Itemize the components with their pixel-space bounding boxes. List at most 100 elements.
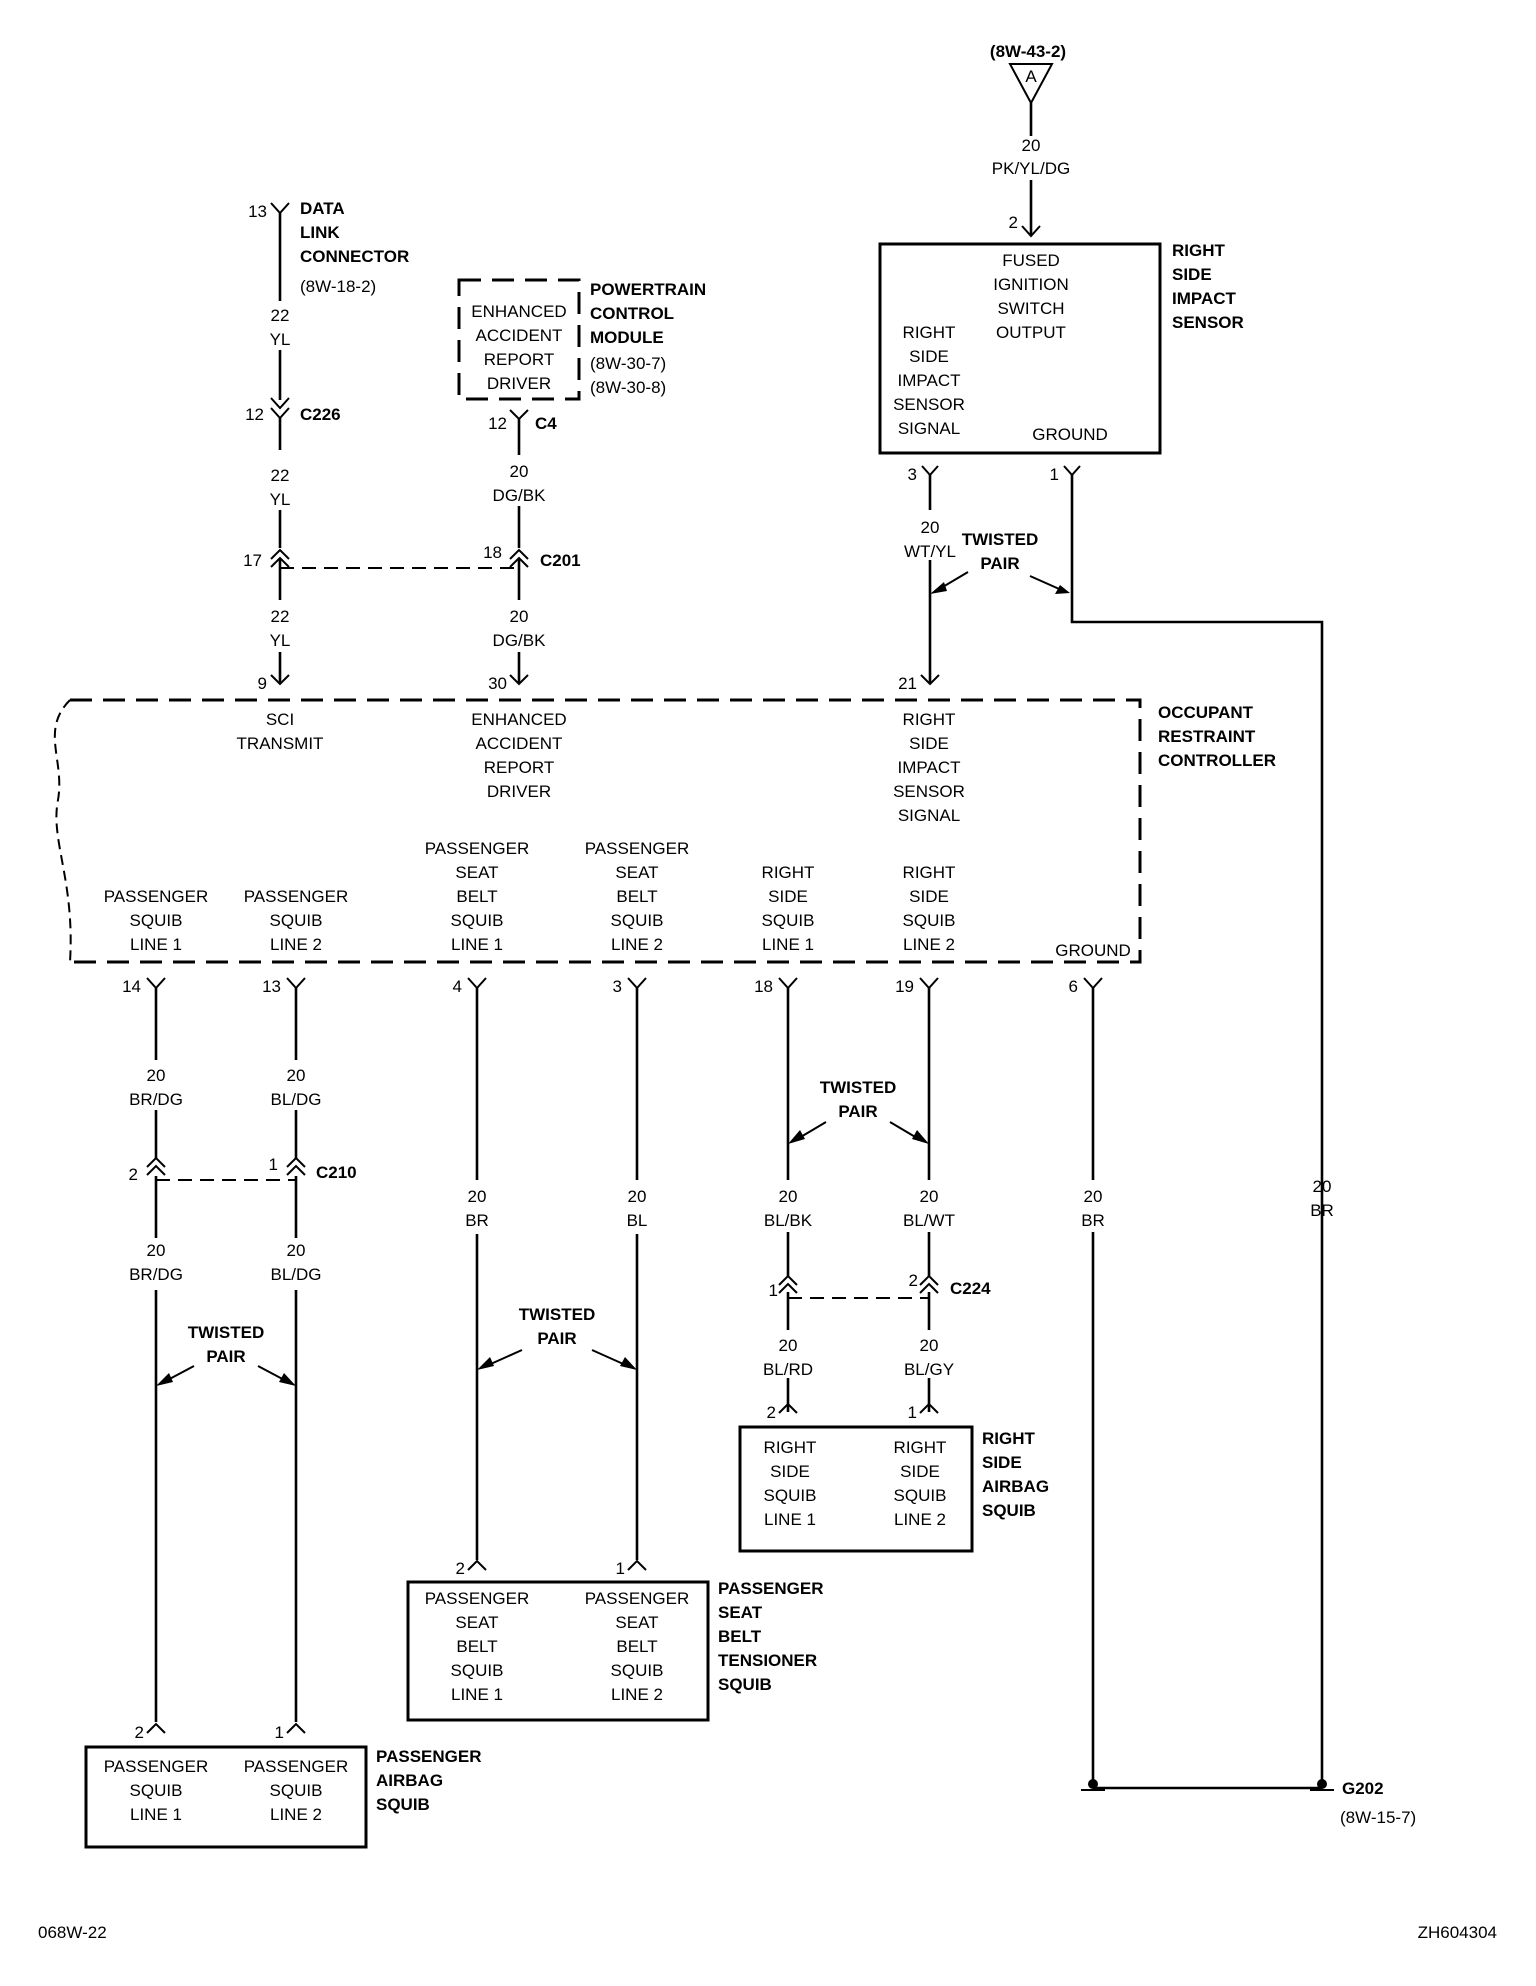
- svg-text:REPORT: REPORT: [484, 350, 555, 369]
- psbt-line2-label: PASSENGER SEAT BELT SQUIB LINE 2: [585, 1589, 690, 1704]
- svg-text:TENSIONER: TENSIONER: [718, 1651, 817, 1670]
- svg-text:PASSENGER: PASSENGER: [244, 1757, 349, 1776]
- svg-text:MODULE: MODULE: [590, 328, 664, 347]
- svg-text:LINK: LINK: [300, 223, 340, 242]
- svg-text:ACCIDENT: ACCIDENT: [476, 734, 563, 753]
- g202-label: G202: [1342, 1779, 1384, 1798]
- pab-line1-label: PASSENGER SQUIB LINE 1: [104, 1757, 209, 1824]
- svg-text:SQUIB: SQUIB: [982, 1501, 1036, 1520]
- pin-terminal: [509, 674, 529, 686]
- right-side-airbag-squib-box: [738, 1425, 974, 1553]
- svg-text:DATA: DATA: [300, 199, 345, 218]
- twisted-pair-arrows: [161, 1365, 291, 1384]
- svg-text:SEAT: SEAT: [455, 863, 498, 882]
- psbt-line1-label: PASSENGER SEAT BELT SQUIB LINE 1: [425, 1589, 530, 1704]
- wire-gauge: 22: [271, 306, 290, 325]
- svg-text:RIGHT: RIGHT: [903, 863, 956, 882]
- wire-color: BL/WT: [903, 1211, 955, 1230]
- svg-text:SEAT: SEAT: [455, 1613, 498, 1632]
- orc-title: OCCUPANT RESTRAINT CONTROLLER: [1158, 703, 1276, 770]
- wire-color: YL: [270, 490, 291, 509]
- svg-text:LINE 2: LINE 2: [894, 1510, 946, 1529]
- svg-text:DRIVER: DRIVER: [487, 374, 551, 393]
- wire-color: BL/GY: [904, 1360, 954, 1379]
- c224-right-symbol: [919, 1274, 939, 1294]
- powertrain-control-module-box: [457, 278, 581, 401]
- svg-text:TWISTED: TWISTED: [188, 1323, 265, 1342]
- wire-gauge: 20: [147, 1241, 166, 1260]
- svg-text:ACCIDENT: ACCIDENT: [476, 326, 563, 345]
- pin-terminal: [270, 674, 290, 686]
- svg-text:CONTROLLER: CONTROLLER: [1158, 751, 1276, 770]
- svg-text:TWISTED: TWISTED: [519, 1305, 596, 1324]
- wire-color: BR: [465, 1211, 489, 1230]
- occupant-restraint-controller-box: [70, 698, 1142, 964]
- wire-gauge: 20: [1313, 1177, 1332, 1196]
- svg-text:LINE 1: LINE 1: [451, 935, 503, 954]
- svg-text:SQUIB: SQUIB: [451, 1661, 504, 1680]
- svg-text:RIGHT: RIGHT: [903, 710, 956, 729]
- svg-text:FUSED: FUSED: [1002, 251, 1060, 270]
- svg-text:PASSENGER: PASSENGER: [585, 1589, 690, 1608]
- wire-color: WT/YL: [904, 542, 956, 561]
- svg-text:PAIR: PAIR: [206, 1347, 245, 1366]
- svg-text:PASSENGER: PASSENGER: [718, 1579, 824, 1598]
- svg-text:SENSOR: SENSOR: [1172, 313, 1244, 332]
- pin-number: 12: [245, 405, 264, 424]
- wire-color: PK/YL/DG: [992, 159, 1070, 178]
- svg-text:BELT: BELT: [456, 1637, 497, 1656]
- svg-text:4: 4: [453, 977, 462, 996]
- pin-number: 21: [898, 674, 917, 693]
- orc-pin4-label: PASSENGER SEAT BELT SQUIB LINE 1: [425, 839, 530, 954]
- svg-text:RIGHT: RIGHT: [764, 1438, 817, 1457]
- svg-text:LINE 1: LINE 1: [130, 1805, 182, 1824]
- pin-number: 1: [275, 1723, 284, 1742]
- svg-text:SQUIB: SQUIB: [376, 1795, 430, 1814]
- ground-symbol-left: [1081, 1779, 1105, 1791]
- svg-text:14: 14: [122, 977, 141, 996]
- svg-text:PASSENGER: PASSENGER: [425, 839, 530, 858]
- svg-text:PASSENGER: PASSENGER: [425, 1589, 530, 1608]
- svg-text:ENHANCED: ENHANCED: [471, 710, 566, 729]
- svg-text:6: 6: [1069, 977, 1078, 996]
- svg-text:RIGHT: RIGHT: [762, 863, 815, 882]
- c210-label: C210: [316, 1163, 357, 1182]
- pin-number: 1: [908, 1403, 917, 1422]
- svg-text:LINE 2: LINE 2: [611, 1685, 663, 1704]
- pin-number: 2: [456, 1559, 465, 1578]
- c201-label: C201: [540, 551, 581, 570]
- svg-text:SENSOR: SENSOR: [893, 782, 965, 801]
- svg-text:TWISTED: TWISTED: [962, 530, 1039, 549]
- orc-pin13-label: PASSENGER SQUIB LINE 2: [244, 887, 349, 954]
- svg-text:SQUIB: SQUIB: [718, 1675, 772, 1694]
- svg-text:SQUIB: SQUIB: [611, 1661, 664, 1680]
- svg-text:SCI: SCI: [266, 710, 294, 729]
- orc-ear-driver-label: ENHANCED ACCIDENT REPORT DRIVER: [471, 710, 566, 801]
- wire-br-rsis-ground: [1070, 475, 1324, 1788]
- wire-color: BL/BK: [764, 1211, 813, 1230]
- wire-color: DG/BK: [493, 631, 547, 650]
- g202-ref: (8W-15-7): [1340, 1808, 1416, 1827]
- svg-text:3: 3: [613, 977, 622, 996]
- svg-text:SQUIB: SQUIB: [903, 911, 956, 930]
- orc-ground-label: GROUND: [1055, 941, 1131, 960]
- wire-gauge: 20: [920, 1187, 939, 1206]
- svg-text:SIDE: SIDE: [768, 887, 808, 906]
- svg-text:SQUIB: SQUIB: [764, 1486, 817, 1505]
- svg-text:TRANSMIT: TRANSMIT: [237, 734, 324, 753]
- pin-number: 12: [488, 414, 507, 433]
- c224-label: C224: [950, 1279, 991, 1298]
- svg-text:SIDE: SIDE: [909, 347, 949, 366]
- wire-color: BL/RD: [763, 1360, 813, 1379]
- c4-label: C4: [535, 414, 557, 433]
- svg-text:PAIR: PAIR: [537, 1329, 576, 1348]
- svg-text:SEAT: SEAT: [615, 1613, 658, 1632]
- orc-sci-transmit-label: SCI TRANSMIT: [237, 710, 324, 753]
- svg-text:PASSENGER: PASSENGER: [585, 839, 690, 858]
- wire-gauge: 20: [1084, 1187, 1103, 1206]
- pin-terminal: [509, 409, 529, 421]
- svg-text:SIGNAL: SIGNAL: [898, 806, 960, 825]
- svg-text:SIDE: SIDE: [909, 734, 949, 753]
- wire-gauge: 20: [921, 518, 940, 537]
- pin-terminal: [921, 465, 939, 477]
